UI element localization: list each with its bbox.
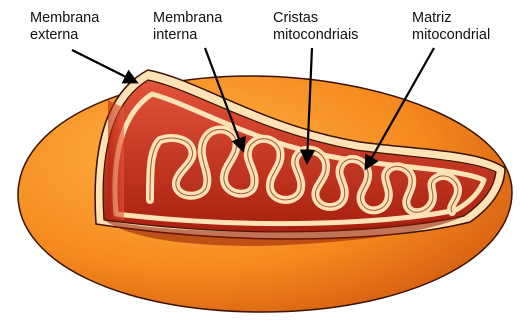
label-outer-membrane: Membrana externa: [30, 10, 100, 43]
label-outer-membrane-line2: externa: [30, 27, 79, 43]
cut-wall-left: [108, 100, 124, 220]
label-matrix: Matriz mitocondrial: [412, 10, 490, 43]
label-inner-membrane-line2: interna: [153, 27, 198, 43]
label-cristae-line1: Cristas: [273, 10, 318, 26]
label-matrix-line1: Matriz: [412, 10, 451, 26]
label-cristae-line2: mitocondriais: [273, 27, 358, 43]
label-inner-membrane-line1: Membrana: [153, 10, 223, 26]
label-outer-membrane-line1: Membrana: [30, 10, 100, 26]
arrow-outer-membrane: [72, 50, 136, 82]
label-matrix-line2: mitocondrial: [412, 27, 490, 43]
label-inner-membrane: Membrana interna: [153, 10, 223, 43]
label-cristae: Cristas mitocondriais: [273, 10, 358, 43]
